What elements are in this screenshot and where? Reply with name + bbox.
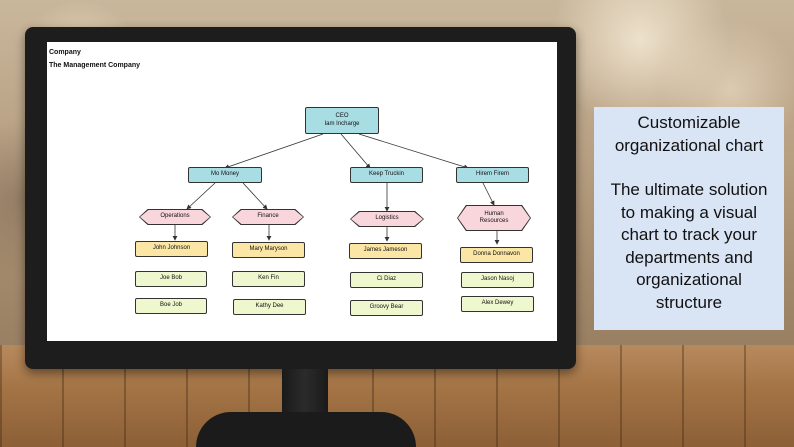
promo-heading-line: Customizable xyxy=(637,113,741,132)
manager-name: Hirem Firem xyxy=(476,171,509,178)
member-name: Groovy Bear xyxy=(369,304,404,311)
monitor-stand-neck xyxy=(282,369,328,417)
member-name: James Jameson xyxy=(363,247,408,254)
member-name: Kathy Dee xyxy=(255,303,284,310)
ceo-name: Iam Incharge xyxy=(324,120,360,127)
node-manager: Keep Truckin xyxy=(350,167,423,183)
node-member-lead: Donna Donnavon xyxy=(460,247,533,263)
member-name: Ci Diaz xyxy=(376,276,397,283)
node-member-lead: John Johnson xyxy=(135,241,208,257)
department-name: Logistics xyxy=(375,215,399,222)
member-name: John Johnson xyxy=(152,245,191,252)
node-department: Logistics xyxy=(350,211,424,227)
node-department: Finance xyxy=(232,209,304,225)
company-label: Company xyxy=(49,49,81,56)
promo-body-line: structure xyxy=(655,292,723,312)
node-manager: Hirem Firem xyxy=(456,167,529,183)
connector-lines xyxy=(172,133,500,245)
department-name: Finance xyxy=(257,213,279,220)
monitor-stand-base xyxy=(196,412,416,447)
promo-heading-line: organizational chart xyxy=(614,135,764,155)
department-name-line: Human xyxy=(484,210,504,217)
node-member: Ci Diaz xyxy=(350,272,423,288)
promo-panel: Customizable organizational chart The ul… xyxy=(594,107,784,330)
department-name-line: Resources xyxy=(479,218,509,224)
edge-mo-operations xyxy=(186,182,216,210)
manager-name: Mo Money xyxy=(210,171,239,178)
edge-ceo-hirem xyxy=(358,133,469,170)
member-name: Boe Job xyxy=(159,302,183,309)
node-ceo: CEO Iam Incharge xyxy=(305,107,379,134)
node-member-lead: James Jameson xyxy=(349,243,422,259)
node-member: Boe Job xyxy=(135,298,207,314)
member-name: Donna Donnavon xyxy=(473,251,520,258)
edge-mo-finance xyxy=(242,182,268,210)
node-member: Joe Bob xyxy=(135,271,207,287)
member-name: Alex Dewey xyxy=(481,300,514,307)
edge-hirem-hr xyxy=(482,182,495,206)
node-department: Human Resources xyxy=(457,205,531,231)
promo-body-line: The ultimate solution xyxy=(610,180,768,199)
member-name: Jason Nasoj xyxy=(480,276,515,283)
node-member: Alex Dewey xyxy=(461,296,534,312)
department-name: Operations xyxy=(160,213,190,220)
edge-ceo-mo xyxy=(224,133,324,169)
monitor-screen: Company The Management Company CEO Iam I… xyxy=(47,42,557,341)
node-member: Ken Fin xyxy=(232,271,305,287)
node-member: Kathy Dee xyxy=(233,299,306,315)
node-member: Jason Nasoj xyxy=(461,272,534,288)
promo-body-line: departments and xyxy=(625,247,753,267)
manager-name: Keep Truckin xyxy=(368,171,405,178)
promo-body-line: to making a visual xyxy=(620,202,758,222)
member-name: Joe Bob xyxy=(159,275,183,282)
node-member-lead: Mary Maryson xyxy=(232,242,305,258)
ceo-title: CEO xyxy=(335,113,349,119)
company-name: The Management Company xyxy=(49,62,141,69)
promo-spacer xyxy=(600,157,778,179)
node-department: Operations xyxy=(139,209,211,225)
edge-ceo-keep xyxy=(340,133,371,169)
member-name: Mary Maryson xyxy=(249,246,288,253)
promo-body-line: chart to track your xyxy=(620,225,758,244)
node-manager: Mo Money xyxy=(188,167,262,183)
member-name: Ken Fin xyxy=(258,275,279,282)
promo-body-line: organizational xyxy=(636,270,742,289)
node-member: Groovy Bear xyxy=(350,300,423,316)
